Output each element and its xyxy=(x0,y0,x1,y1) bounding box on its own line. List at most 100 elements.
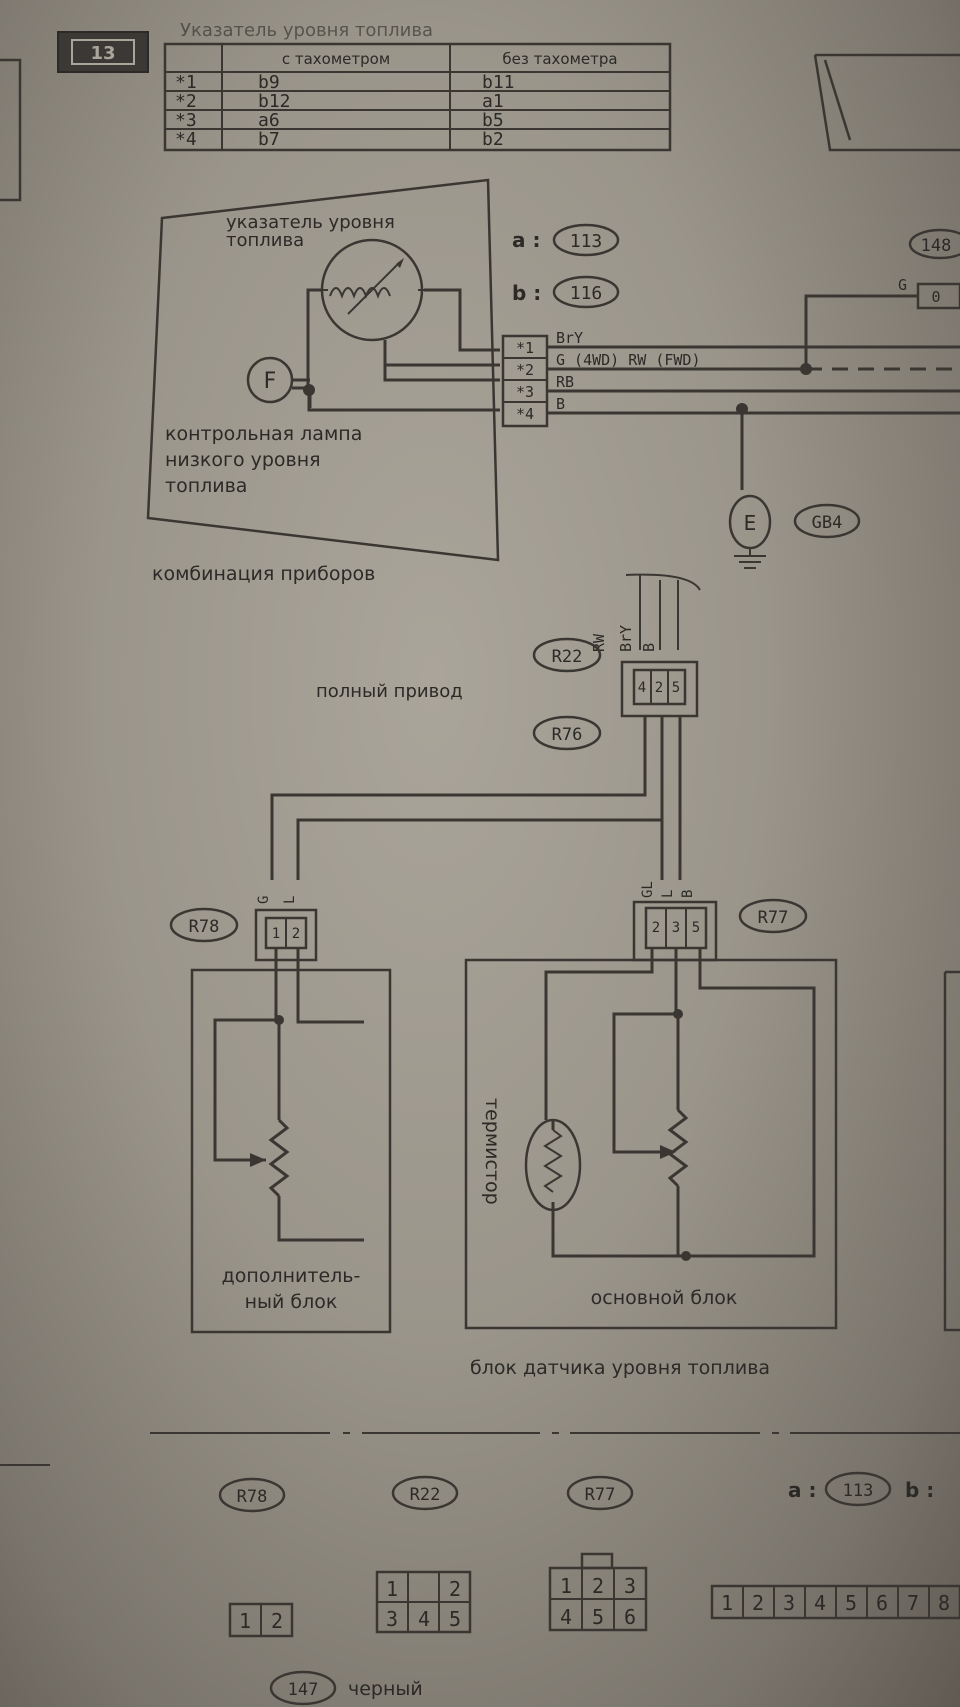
r77-wire-label: B xyxy=(680,890,696,898)
instrument-cluster: указатель уровня топлива F контрольная л… xyxy=(146,178,500,562)
footer-color-note: 147 черный xyxy=(269,1670,423,1706)
cluster-pin: *1 xyxy=(516,339,534,357)
sub-unit-label-line2: ный блок xyxy=(245,1291,338,1313)
r78-wire-label: G xyxy=(256,896,272,904)
footer-connector-r77: 1 2 3 4 5 6 xyxy=(548,1552,648,1632)
footer-long-pin: 3 xyxy=(783,1591,795,1615)
footer-r77-pin: 2 xyxy=(592,1574,604,1598)
ref-148-pin: 0 xyxy=(931,288,940,306)
footer-r77-pin: 6 xyxy=(624,1605,636,1629)
footer-r77-pin: 5 xyxy=(592,1605,604,1629)
ref-148-wire: G xyxy=(898,276,907,294)
cluster-pin: *4 xyxy=(516,405,534,423)
ref-a-code: 113 xyxy=(570,231,603,252)
table-col2-header: без тахометра xyxy=(502,50,617,68)
sub-unit-label-line1: дополнитель- xyxy=(222,1265,361,1287)
cluster-pin: *2 xyxy=(516,361,534,379)
r22-pin: 5 xyxy=(672,680,680,696)
main-unit-label: основной блок xyxy=(591,1287,738,1309)
r77-pin: 2 xyxy=(652,920,660,936)
table-row-pin: *2 xyxy=(175,91,197,112)
footer-connector-long: 1 2 3 4 5 6 7 8 xyxy=(710,1584,960,1620)
r76-code: R76 xyxy=(552,725,583,745)
r78-pin: 1 xyxy=(272,926,280,942)
ref-b-prefix: b : xyxy=(512,281,541,305)
ground-label: E xyxy=(744,511,757,535)
r78-pin: 2 xyxy=(292,926,300,942)
table-row-without-tach: a1 xyxy=(482,91,504,112)
footer-r22-pin: 3 xyxy=(386,1607,398,1631)
page-tag-label: 13 xyxy=(90,43,115,64)
r22-code: R22 xyxy=(552,647,583,667)
page-tag: 13 xyxy=(57,31,149,73)
footer-r77-pin: 3 xyxy=(624,1574,636,1598)
table-row-without-tach: b2 xyxy=(482,129,504,150)
footer-connector-r22: 1 2 3 4 5 xyxy=(375,1570,472,1634)
footer-long-pin: 8 xyxy=(938,1591,950,1615)
footer-code-r77: R77 xyxy=(585,1485,616,1505)
ground-symbol: E GB4 xyxy=(728,494,861,569)
table-row-with-tach: b12 xyxy=(258,91,291,112)
table-row-without-tach: b5 xyxy=(482,110,504,131)
footer-r77-pin: 1 xyxy=(560,1574,572,1598)
cluster-wires: BrY G (4WD) RW (FWD) RB B xyxy=(547,294,960,490)
pin-table: Указатель уровня топлива с тахометром бе… xyxy=(163,20,672,152)
footer-r22-pin: 4 xyxy=(418,1607,430,1631)
footer-r78-pin: 1 xyxy=(239,1609,251,1633)
low-fuel-lamp: F xyxy=(246,356,294,404)
ref-b-code: 116 xyxy=(570,283,603,304)
top-right-fragment xyxy=(813,53,960,152)
r22-wire-label: BrY xyxy=(617,625,635,652)
r77-wire-label: GL xyxy=(640,881,656,898)
table-col1-header: с тахометром xyxy=(282,50,390,68)
r77-pin: 3 xyxy=(672,920,680,936)
cluster-label: комбинация приборов xyxy=(152,563,375,585)
r78-wire-label: L xyxy=(282,896,298,904)
r22-label: полный привод xyxy=(316,681,463,702)
lamp-label-line1: контрольная лампа xyxy=(165,423,362,445)
table-row-with-tach: b7 xyxy=(258,129,280,150)
wire-label-2: G (4WD) RW (FWD) xyxy=(556,351,701,369)
r22-to-sender-wires xyxy=(270,716,682,880)
ref-a-prefix: a : xyxy=(512,228,540,252)
main-tank-unit: термистор основной блок xyxy=(464,948,838,1330)
wire-label-4: B xyxy=(556,395,565,413)
sender-label: блок датчика уровня топлива xyxy=(470,1357,770,1379)
footer-codes: R78 R22 R77 a : 113 b : xyxy=(218,1471,934,1513)
lamp-symbol: F xyxy=(264,369,277,394)
table-row-without-tach: b11 xyxy=(482,72,515,93)
footer-long-pin: 5 xyxy=(845,1591,857,1615)
sub-tank-unit: дополнитель- ный блок xyxy=(190,948,392,1334)
wire-label-1: BrY xyxy=(556,329,583,347)
r77-pin: 5 xyxy=(692,920,700,936)
r22-pin: 4 xyxy=(638,680,646,696)
r22-wire-label: B xyxy=(640,643,658,652)
ref-148-code: 148 xyxy=(921,236,952,256)
table-row-with-tach: a6 xyxy=(258,110,280,131)
footer-r77-pin: 4 xyxy=(560,1605,572,1629)
table-row-pin: *4 xyxy=(175,129,197,150)
footer-147-code: 147 xyxy=(288,1680,319,1700)
footer-long-pin: 1 xyxy=(721,1591,733,1615)
footer-r22-pin: 1 xyxy=(386,1577,398,1601)
table-title: Указатель уровня топлива xyxy=(180,20,433,41)
footer-long-pin: 7 xyxy=(907,1591,919,1615)
footer-code-r22: R22 xyxy=(410,1485,441,1505)
wire-label-3: RB xyxy=(556,373,574,391)
table-row-pin: *3 xyxy=(175,110,197,131)
r77-wire-label: L xyxy=(660,890,676,898)
r78-code: R78 xyxy=(189,917,220,937)
footer-color-label: черный xyxy=(348,1678,423,1700)
r22-pin: 2 xyxy=(655,680,663,696)
r77-connector-group: GL L B 2 3 5 R77 xyxy=(632,881,808,962)
footer-r22-pin: 2 xyxy=(449,1577,461,1601)
footer-b-prefix: b : xyxy=(905,1478,934,1502)
r77-code: R77 xyxy=(758,908,789,928)
thermistor-label: термистор xyxy=(481,1098,503,1205)
lamp-label-line2: низкого уровня xyxy=(165,449,321,471)
footer-long-pin: 4 xyxy=(814,1591,826,1615)
table-row-with-tach: b9 xyxy=(258,72,280,93)
footer-long-pin: 6 xyxy=(876,1591,888,1615)
footer-r22-pin: 5 xyxy=(449,1607,461,1631)
